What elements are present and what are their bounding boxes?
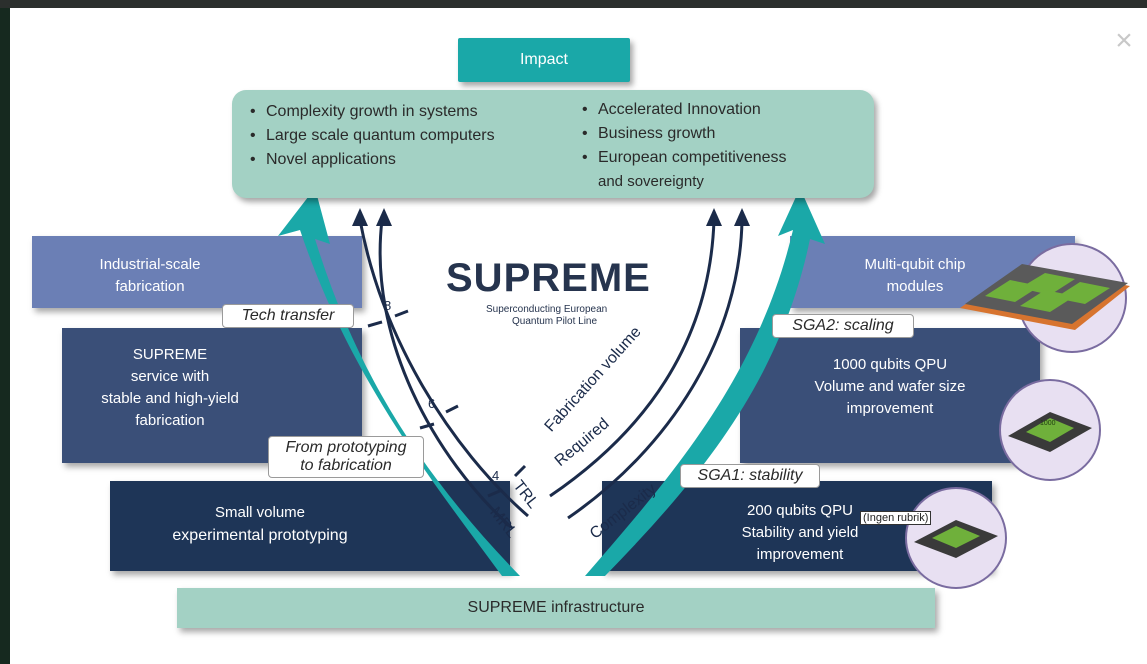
impact-right-item-cont: and sovereignty	[598, 173, 704, 190]
tier-qpu1000-right	[740, 328, 1040, 463]
slide-image: Industrial-scale fabrication SUPREME ser…	[10, 8, 1147, 664]
multi-text-1: Multi-qubit chip	[864, 256, 966, 273]
service-text-1: SUPREME	[132, 346, 208, 363]
tech-transfer-label: Tech transfer	[222, 304, 354, 328]
tick-label-4: 4	[492, 468, 500, 483]
tick-label-6: 6	[428, 396, 436, 411]
complexity-arrow-line	[567, 219, 744, 520]
qpu1000-text-2: Volume and wafer size	[814, 378, 966, 395]
small-text-2: experimental prototyping	[172, 527, 348, 544]
impact-right-item: Business growth	[582, 122, 787, 146]
chip-label-1000: 1000	[1040, 420, 1056, 427]
supreme-tagline-2: Quantum Pilot Line	[512, 316, 598, 327]
impact-right-list: Accelerated Innovation Business growth E…	[582, 98, 787, 194]
impact-left-item: Novel applications	[250, 148, 495, 172]
qpu200-text-1: 200 qubits QPU	[747, 502, 853, 519]
sga2-label: SGA2: scaling	[772, 314, 914, 338]
impact-title: Impact	[519, 51, 568, 68]
impact-left-item: Complexity growth in systems	[250, 100, 495, 124]
qpu1000-text-3: improvement	[846, 400, 934, 417]
service-text-4: fabrication	[135, 412, 205, 429]
trl-arrow-line	[358, 219, 529, 518]
infrastructure-label: SUPREME infrastructure	[467, 599, 645, 616]
impact-right-item: Accelerated Innovation	[582, 98, 787, 122]
prototyping-line-2: to fabrication	[300, 457, 392, 474]
tick-label-8: 8	[384, 298, 392, 313]
small-text-1: Small volume	[214, 504, 306, 521]
arrows-graphic	[278, 188, 825, 576]
required-arrow-line	[549, 219, 716, 498]
impact-right-item-text: European competitiveness	[598, 149, 787, 166]
qpu1000-text-1: 1000 qubits QPU	[832, 356, 948, 373]
qpu200-text-2: Stability and yield	[741, 524, 859, 541]
supreme-tagline-1: Superconducting European	[486, 304, 608, 315]
sga1-label: SGA1: stability	[680, 464, 820, 488]
prototyping-label: From prototyping to fabrication	[268, 436, 424, 478]
prototyping-line-1: From prototyping	[285, 439, 407, 456]
impact-right-item: European competitiveness and sovereignty	[582, 146, 787, 194]
impact-left-list: Complexity growth in systems Large scale…	[250, 100, 495, 172]
impact-tab: Impact	[458, 38, 630, 82]
industrial-text-2: fabrication	[115, 278, 185, 295]
teal-arrow-right	[585, 188, 825, 576]
infrastructure-bar: SUPREME infrastructure	[177, 588, 935, 628]
teal-arrow-left	[278, 188, 520, 576]
service-text-3: stable and high-yield	[101, 390, 239, 407]
close-icon[interactable]: ×	[1115, 24, 1133, 57]
qpu200-text-3: improvement	[756, 546, 844, 563]
industrial-text-1: Industrial-scale	[99, 256, 201, 273]
impact-left-item: Large scale quantum computers	[250, 124, 495, 148]
mrl-arrow-line	[378, 219, 514, 530]
supreme-logo: SUPREME	[446, 256, 651, 300]
tooltip: (Ingen rubrik)	[860, 511, 932, 525]
viewer-top-strip	[0, 0, 1147, 8]
service-text-2: service with	[130, 368, 210, 385]
multi-text-2: modules	[886, 278, 944, 295]
chip-illustrations	[905, 243, 1130, 589]
